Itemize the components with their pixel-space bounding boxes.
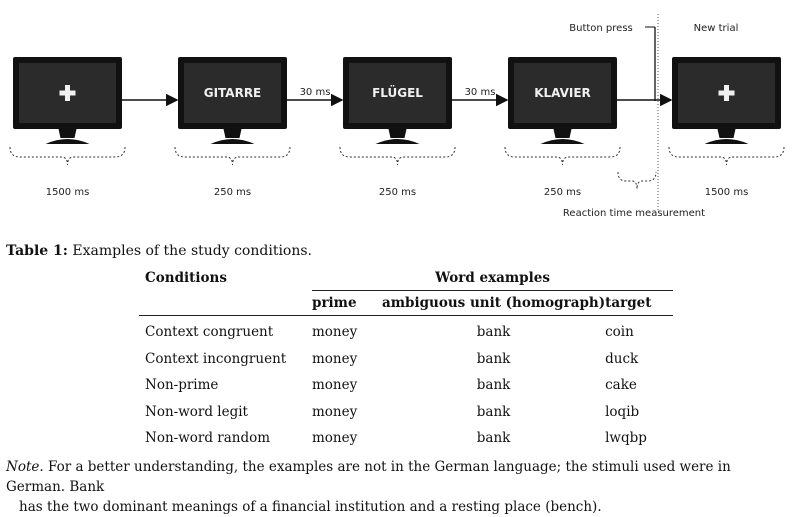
- monitor-base: [375, 139, 420, 144]
- table-row: Context incongruent money bank duck: [139, 346, 673, 373]
- stimulus-word: GITARRE: [204, 86, 262, 100]
- duration-brace: [504, 146, 621, 166]
- table-subheader-row: prime ambiguous unit (homograph) target: [139, 290, 674, 316]
- monitor-base: [704, 139, 749, 144]
- stimulus-word: KLAVIER: [534, 86, 591, 100]
- trial-sequence-figure: 1500 ms GITARRE 250 ms FLÜGEL 250 ms KLAVIER 2…: [9, 14, 785, 219]
- condition-cell: Context congruent: [145, 324, 274, 341]
- condition-cell: Non-word random: [145, 430, 271, 447]
- monitor-neck: [223, 129, 242, 138]
- table-note: Note. For a better understanding, the ex…: [6, 457, 790, 517]
- monitor-neck: [58, 129, 77, 138]
- monitor-base: [540, 139, 585, 144]
- column-header-prime: prime: [312, 290, 382, 316]
- duration-brace: [668, 146, 785, 166]
- homograph-cell: bank: [476, 403, 511, 420]
- conditions-header: Conditions: [145, 270, 227, 287]
- prime-cell: money: [312, 377, 358, 394]
- condition-cell: Non-word legit: [145, 403, 248, 420]
- monitor-screen: [349, 63, 446, 123]
- monitor-neck: [717, 129, 736, 138]
- table-row: Non-prime money bank cake: [139, 372, 673, 399]
- prime-cell: money: [312, 430, 358, 447]
- note-label: Note.: [6, 459, 44, 475]
- fixation-cross: [724, 85, 729, 101]
- duration-label: 250 ms: [214, 187, 251, 198]
- target-cell: loqib: [605, 403, 640, 420]
- prime-cell: money: [312, 403, 358, 420]
- duration-label: 1500 ms: [705, 187, 749, 198]
- condition-cell: Non-prime: [145, 377, 219, 394]
- duration-brace: [174, 146, 291, 166]
- column-header-target: target: [605, 290, 674, 316]
- stimulus-word: FLÜGEL: [372, 85, 423, 100]
- duration-label: 1500 ms: [46, 187, 90, 198]
- monitor-neck: [388, 129, 407, 138]
- gap-label: 30 ms: [300, 87, 331, 98]
- new-trial-label: New trial: [694, 23, 739, 34]
- table-row: Context congruent money bank coin: [139, 316, 673, 346]
- target-cell: duck: [605, 350, 639, 367]
- caption-text: Examples of the study conditions.: [67, 243, 312, 259]
- note-line2: has the two dominant meanings of a finan…: [19, 499, 602, 515]
- duration-brace: [339, 146, 456, 166]
- homograph-cell: bank: [476, 324, 511, 341]
- monitor-base: [210, 139, 255, 144]
- homograph-cell: bank: [476, 430, 511, 447]
- monitor-neck: [553, 129, 572, 138]
- target-cell: coin: [605, 324, 634, 341]
- homograph-cell: bank: [476, 377, 511, 394]
- duration-label: 250 ms: [379, 187, 416, 198]
- monitor-screen: [184, 63, 281, 123]
- condition-cell: Context incongruent: [145, 350, 287, 367]
- prime-cell: money: [312, 350, 358, 367]
- gap-label: 30 ms: [465, 87, 496, 98]
- button-press-label: Button press: [569, 23, 633, 34]
- table-row: Non-word random money bank lwqbp: [139, 425, 673, 452]
- homograph-cell: bank: [476, 350, 511, 367]
- caption-label: Table 1:: [6, 243, 68, 259]
- monitor-base: [45, 139, 90, 144]
- word-examples-header: Word examples: [312, 266, 674, 291]
- table-header-row: Conditions Word examples: [139, 266, 674, 291]
- conditions-table: Conditions Word examples prime ambiguous…: [139, 266, 674, 452]
- column-header-homograph: ambiguous unit (homograph): [382, 290, 606, 316]
- table-row: Non-word legit money bank loqib: [139, 399, 673, 426]
- reaction-time-label: Reaction time measurement: [563, 208, 705, 219]
- monitor-screen: [514, 63, 611, 123]
- target-cell: lwqbp: [605, 430, 647, 447]
- reaction-time-brace: [617, 171, 657, 190]
- note-line1: For a better understanding, the examples…: [6, 459, 731, 495]
- duration-brace: [9, 146, 126, 166]
- target-cell: cake: [605, 377, 637, 394]
- fixation-cross: [65, 85, 70, 101]
- table-caption: Table 1: Examples of the study condition…: [6, 243, 312, 259]
- duration-label: 250 ms: [544, 187, 581, 198]
- prime-cell: money: [312, 324, 358, 341]
